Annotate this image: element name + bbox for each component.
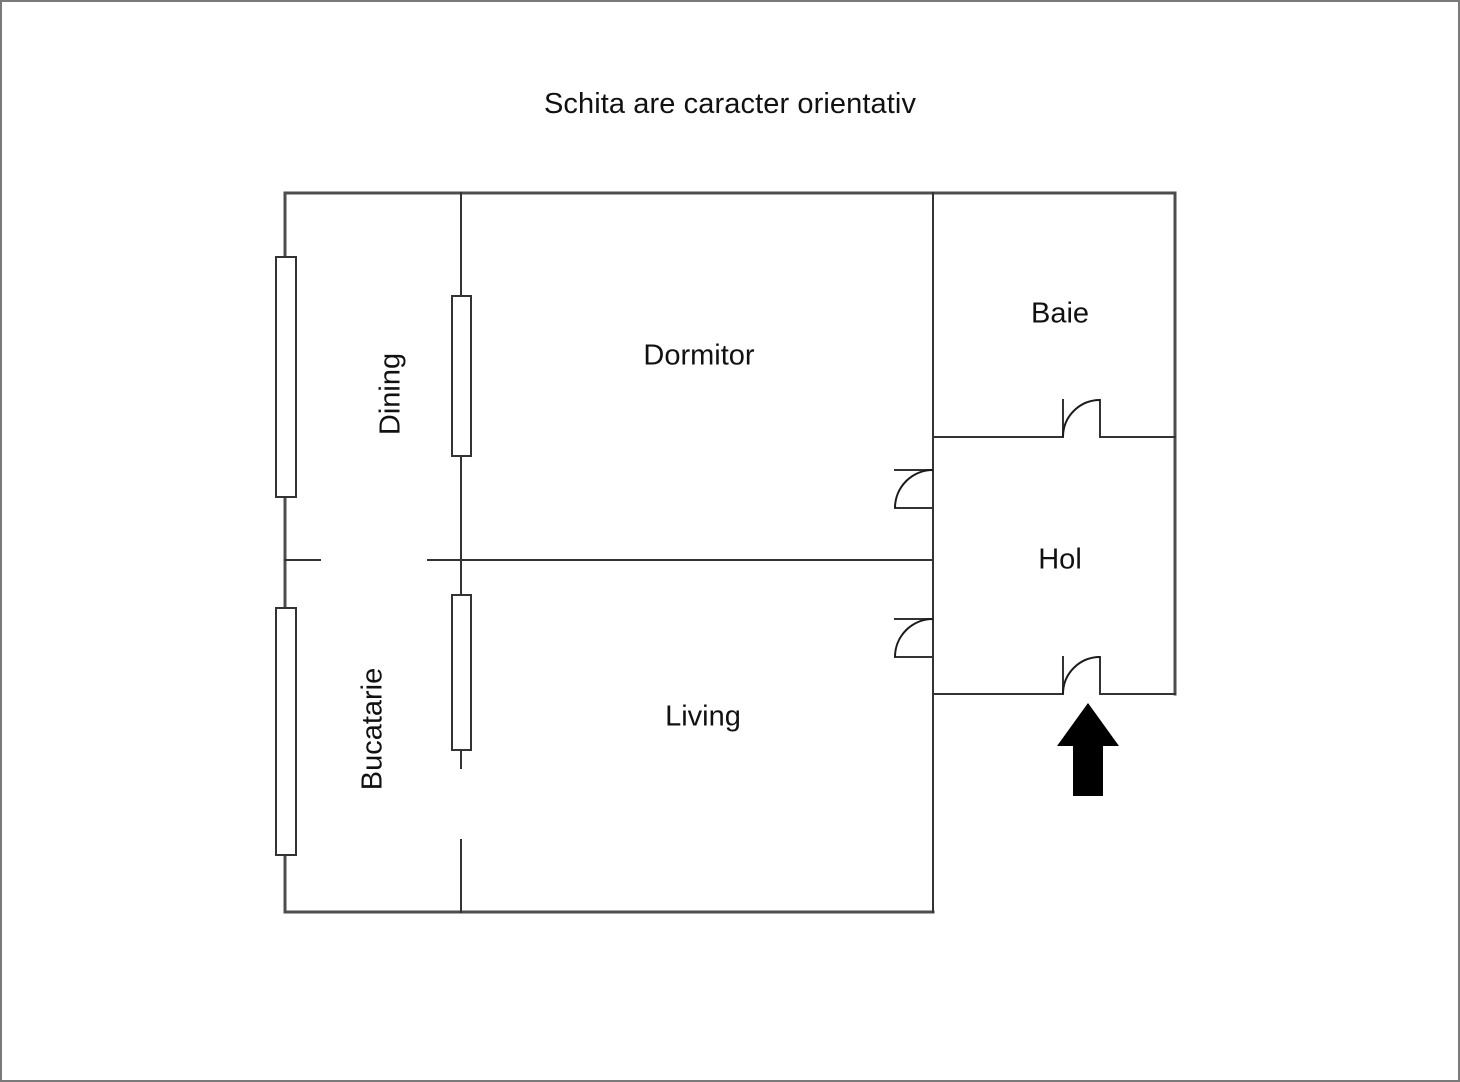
door-arc-entrance xyxy=(1062,656,1101,695)
entrance-arrow xyxy=(1057,703,1119,796)
room-label-living: Living xyxy=(665,700,741,733)
window-bucatarie xyxy=(275,607,297,856)
door-swing-arcs xyxy=(894,399,1101,695)
room-label-baie: Baie xyxy=(1030,297,1090,330)
door-arc-baie xyxy=(1062,399,1101,438)
window-living xyxy=(451,594,472,751)
windows xyxy=(275,256,472,856)
door-arc-living xyxy=(894,618,934,658)
room-label-dining: Dining xyxy=(374,352,407,436)
window-dormitor xyxy=(451,295,472,457)
window-dining xyxy=(275,256,297,498)
room-label-dormitor: Dormitor xyxy=(643,339,755,372)
door-arc-dormitor xyxy=(894,469,934,509)
entrance-arrow-shape xyxy=(1057,703,1119,796)
page-title: Schita are caracter orientativ xyxy=(543,88,917,120)
room-label-bucatarie: Bucatarie xyxy=(356,667,389,791)
room-label-hol: Hol xyxy=(1038,543,1082,576)
